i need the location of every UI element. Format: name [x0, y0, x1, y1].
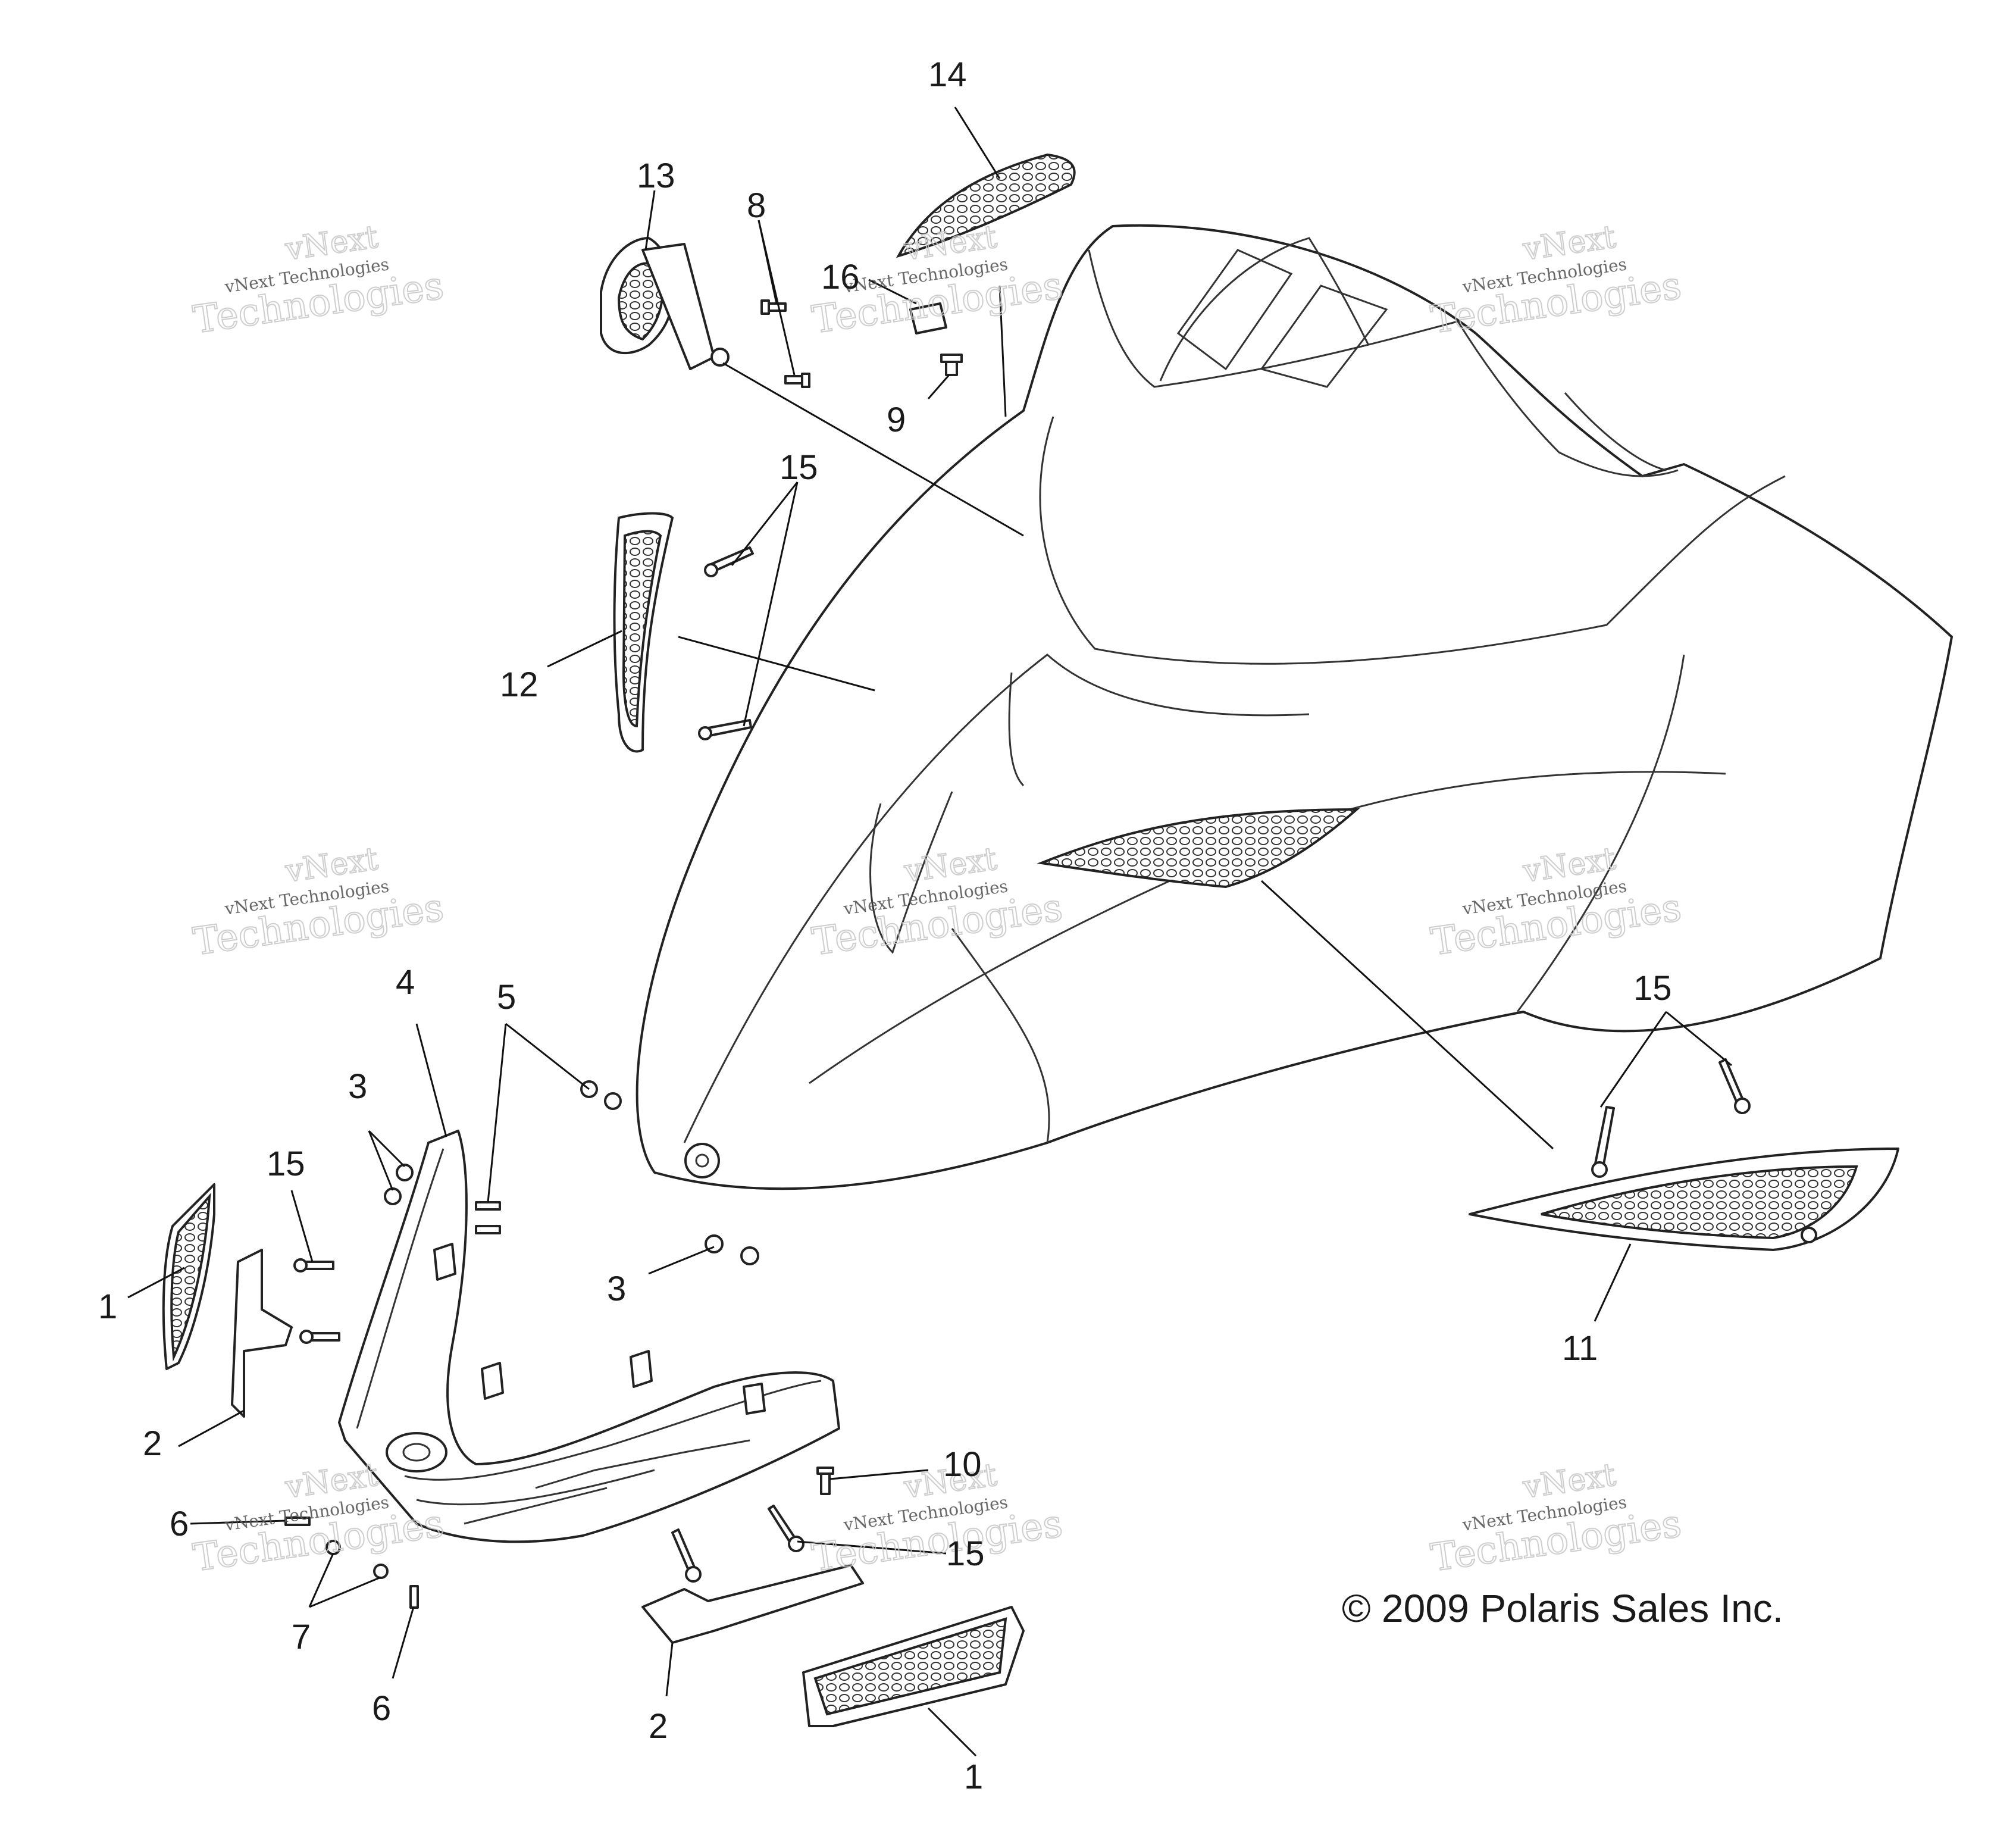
rivet-15b-top	[293, 1258, 334, 1273]
callout-3-upper: 3	[348, 1067, 367, 1106]
callout-15-upper: 15	[780, 448, 818, 487]
rivet-15a-top	[704, 546, 754, 577]
callout-14: 14	[928, 55, 967, 94]
clip-16	[909, 302, 947, 334]
callout-15-right: 15	[1633, 969, 1672, 1008]
callout-9: 9	[887, 401, 906, 439]
nut-5b	[604, 1092, 622, 1110]
callout-16: 16	[821, 258, 860, 296]
screw-10	[816, 1467, 834, 1495]
part-12-side-vent	[613, 512, 674, 753]
part-2-left-bracket	[231, 1249, 293, 1418]
callout-8: 8	[747, 186, 766, 225]
screw-9	[940, 354, 963, 376]
copyright-notice: © 2009 Polaris Sales Inc.	[1342, 1586, 1783, 1630]
hood-main	[636, 224, 1953, 1190]
watermark-bottom-right: vNext vNext Technologies Technologies	[1428, 1456, 1685, 1581]
callout-15-bottom: 15	[946, 1534, 985, 1573]
watermark-top-right: vNext vNext Technologies Technologies	[1428, 218, 1685, 343]
part-1-right-mesh	[802, 1606, 1025, 1727]
nut-3b	[384, 1187, 402, 1205]
part-4-front-bumper	[338, 1130, 840, 1543]
screw-6b	[409, 1585, 419, 1609]
callout-1-right: 1	[964, 1758, 983, 1796]
callout-12: 12	[500, 665, 539, 704]
callout-2-left: 2	[143, 1424, 162, 1463]
rivet-15d-a	[671, 1528, 702, 1583]
callout-1-left: 1	[98, 1287, 117, 1326]
callout-10: 10	[943, 1445, 982, 1484]
part-2-right-bracket	[641, 1564, 864, 1644]
callout-4: 4	[396, 963, 415, 1002]
leader-lines	[127, 107, 1732, 1757]
rivet-15c-right	[1718, 1058, 1751, 1114]
watermark-top-left: vNext vNext Technologies Technologies	[190, 218, 447, 343]
callout-6-lower: 6	[372, 1689, 391, 1728]
callout-15-left: 15	[267, 1145, 305, 1183]
screw-5d	[475, 1225, 501, 1234]
callout-11: 11	[1562, 1329, 1598, 1368]
callout-13: 13	[637, 157, 675, 195]
nut-3a	[396, 1164, 414, 1181]
part-11-lower-vent	[1469, 1148, 1899, 1251]
part-13-side-vent	[600, 237, 730, 370]
rivet-15d-b	[768, 1505, 804, 1552]
callout-5: 5	[497, 978, 516, 1017]
nut-7b	[373, 1564, 389, 1579]
rivet-15c-left	[1591, 1106, 1615, 1178]
part-14-top-vent	[896, 153, 1076, 258]
callout-3-lower: 3	[607, 1270, 626, 1308]
part-1-left-mesh	[162, 1183, 215, 1370]
nut-3d	[740, 1246, 759, 1265]
screw-8a	[760, 299, 787, 315]
rivet-15a-bottom	[698, 719, 752, 740]
rivet-15b-bottom	[299, 1330, 340, 1344]
screw-8b	[784, 373, 810, 388]
callout-2-right: 2	[649, 1707, 668, 1746]
screw-5c	[475, 1201, 501, 1211]
callout-6-left: 6	[170, 1505, 189, 1543]
watermark-mid-left: vNext vNext Technologies Technologies	[190, 840, 447, 965]
callout-labels: 14 13 8 16 9 15 12 4 5 3 15 1 2 3 15 11 …	[98, 55, 1672, 1796]
watermark-bottom-center: vNext vNext Technologies Technologies	[809, 1456, 1066, 1581]
callout-7: 7	[292, 1618, 311, 1656]
